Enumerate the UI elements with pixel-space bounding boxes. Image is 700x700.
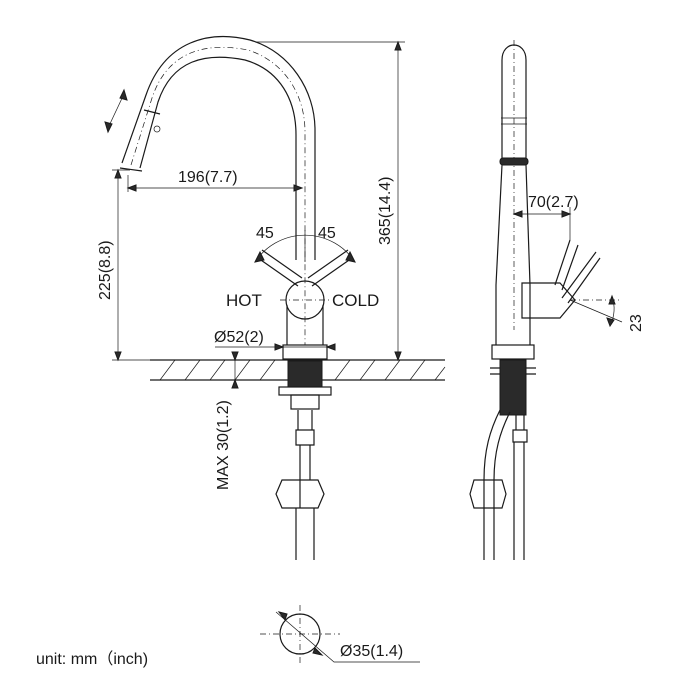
dim-arrow <box>114 168 122 179</box>
side-hose-left <box>483 409 511 560</box>
side-handle-lever <box>554 239 601 304</box>
handle-hot-lever <box>257 249 303 287</box>
spout-inner <box>139 56 297 260</box>
dim-arrow <box>274 343 285 351</box>
angle-arc <box>254 234 356 263</box>
front-dimensions: 196(7.7) 225(8.8) 365(14.4) 45 45 HOT CO… <box>97 40 405 490</box>
cold-label: COLD <box>332 291 379 310</box>
side-base <box>491 344 535 360</box>
angle-arrow-left <box>254 250 265 263</box>
dim-handle-offset-line <box>514 207 571 240</box>
faucet-base <box>282 344 328 360</box>
countertop-hatching <box>159 359 446 381</box>
total-height-label: 365(14.4) <box>377 177 394 246</box>
mount-plate <box>278 386 332 396</box>
dim-arrow <box>606 317 615 328</box>
mount-nut <box>287 360 323 388</box>
spray-button <box>153 125 161 133</box>
side-mount-nut <box>499 359 527 416</box>
dim-arrow <box>126 184 137 192</box>
dim-arrow <box>325 343 336 351</box>
spout-outer <box>121 35 316 260</box>
spout-reach-label: 196(7.7) <box>178 169 238 186</box>
dim-max-line <box>228 360 242 381</box>
spout-height-label: 225(8.8) <box>97 240 114 300</box>
side-view: 23 70(2.7) <box>469 40 645 560</box>
mount-shank <box>290 394 320 410</box>
hose-weight <box>275 479 325 509</box>
dim-total-height-line <box>255 41 405 360</box>
side-body <box>495 164 531 345</box>
supply-lines <box>295 410 315 480</box>
angle-arrow-right <box>345 250 356 263</box>
spray-head <box>119 109 161 172</box>
side-handle-housing <box>521 282 576 319</box>
dim-arrow <box>114 351 122 362</box>
hole-dim-line <box>275 611 420 663</box>
angle-right-label: 45 <box>318 225 336 242</box>
dim-spout-reach-line <box>127 175 302 192</box>
dim-arrow <box>512 210 523 218</box>
dim-arrow <box>312 647 324 656</box>
handle-angle-label: 23 <box>628 314 645 332</box>
dim-arrow <box>293 184 304 192</box>
hose-lower <box>295 508 315 560</box>
front-view <box>104 35 446 560</box>
max-thickness-label: MAX 30(1.2) <box>215 400 232 490</box>
hot-label: HOT <box>226 291 262 310</box>
angle-left-label: 45 <box>256 225 274 242</box>
dim-arrow <box>561 210 572 218</box>
side-aerator <box>499 157 529 166</box>
dim-arrow <box>394 351 402 362</box>
side-handle-tilt-line <box>569 299 623 323</box>
hole-centerlines <box>260 605 340 665</box>
base-diameter-label: Ø52(2) <box>214 329 264 346</box>
rotation-arrow-head-bottom <box>104 121 113 134</box>
rotation-arrow-head-top <box>119 88 128 101</box>
dim-arrow <box>231 351 239 362</box>
dim-spout-height-line <box>112 169 150 361</box>
dim-arrow <box>231 378 239 389</box>
side-spray-rings <box>501 117 527 125</box>
spout-centerline <box>130 47 306 345</box>
side-supply-right <box>512 415 528 560</box>
unit-label: unit: mm（inch) <box>36 650 148 668</box>
handle-cold-lever <box>307 249 353 287</box>
side-hose-weight <box>469 479 507 509</box>
dim-arrow <box>608 294 616 305</box>
rotation-arrow-icon <box>107 93 125 129</box>
dim-arrow <box>277 611 288 622</box>
handle-offset-label: 70(2.7) <box>528 194 579 211</box>
dim-arrow <box>394 40 402 51</box>
mounting-hole: Ø35(1.4) <box>260 605 420 665</box>
hole-diameter-label: Ø35(1.4) <box>340 643 403 660</box>
faucet-body <box>286 305 324 345</box>
